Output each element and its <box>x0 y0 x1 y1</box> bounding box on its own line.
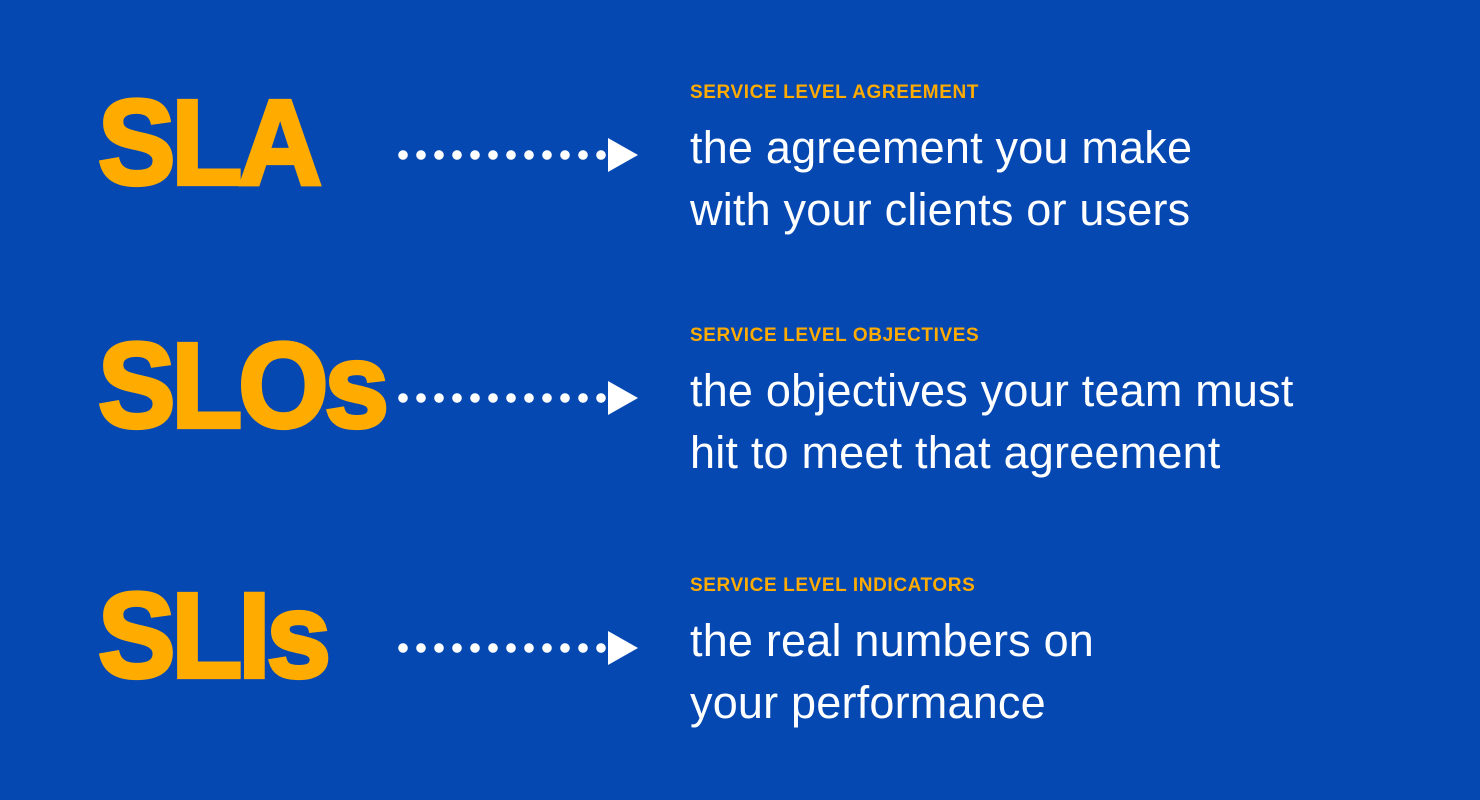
dotted-arrow <box>398 380 643 416</box>
arrow-dots <box>398 643 606 653</box>
sla-acronym-text: SLA <box>96 74 324 210</box>
arrow-dots <box>398 393 606 403</box>
sla-text-column: SERVICE LEVEL AGREEMENT the agreement yo… <box>690 82 1192 241</box>
slos-label: SERVICE LEVEL OBJECTIVES <box>690 325 980 346</box>
row-slos: SLOs SERVICE LEVEL OBJECTIVES the object… <box>0 305 1480 555</box>
slis-acronym-text: SLIs <box>96 567 333 703</box>
slos-text-column: SERVICE LEVEL OBJECTIVES the objectives … <box>690 325 1294 484</box>
arrow-head-icon <box>608 381 638 415</box>
dotted-arrow <box>398 137 643 173</box>
arrow-head-icon <box>608 138 638 172</box>
sla-label: SERVICE LEVEL AGREEMENT <box>690 82 980 103</box>
row-sla: SLA SERVICE LEVEL AGREEMENT the agreemen… <box>0 62 1480 312</box>
sla-description-line-2: with your clients or users <box>690 184 1191 235</box>
sla-description-line-1: the agreement you make <box>690 122 1193 173</box>
slis-label: SERVICE LEVEL INDICATORS <box>690 575 976 596</box>
slos-description-line-1: the objectives your team must <box>690 365 1294 416</box>
row-slis: SLIs SERVICE LEVEL INDICATORS the real n… <box>0 555 1480 800</box>
slis-text-column: SERVICE LEVEL INDICATORS the real number… <box>690 575 1094 734</box>
arrow-head-icon <box>608 631 638 665</box>
slis-description-line-2: your performance <box>690 677 1046 728</box>
arrow-dots <box>398 150 606 160</box>
slos-acronym-text: SLOs <box>96 317 391 453</box>
slos-description-line-2: hit to meet that agreement <box>690 427 1221 478</box>
slis-description-line-1: the real numbers on <box>690 615 1095 666</box>
dotted-arrow <box>398 630 643 666</box>
